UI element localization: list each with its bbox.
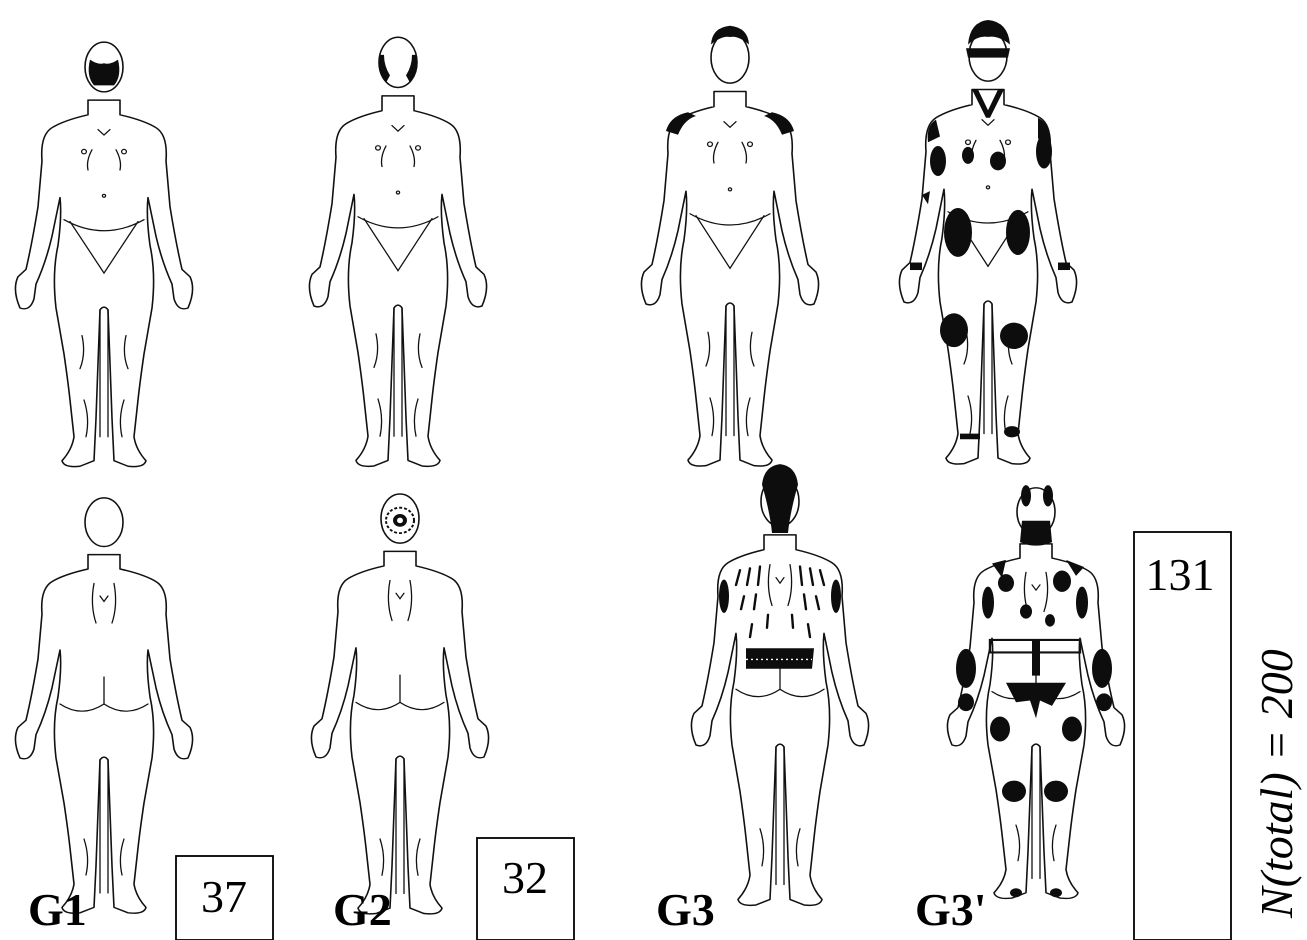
count-bar-g2: 32 [477, 838, 574, 940]
count-bar-g1: 37 [176, 856, 273, 940]
count-bar-g3prime: 131 [1134, 532, 1231, 940]
group-label-g1: G1 [28, 884, 87, 935]
figure-g3-front [641, 26, 818, 466]
figure-g3-back [691, 464, 868, 905]
figure-g2-front [309, 37, 486, 466]
figure-g1-back [15, 498, 192, 913]
group-label-g2: G2 [333, 884, 392, 935]
figure-g1-front [15, 42, 192, 466]
group-label-g3prime: G3' [915, 884, 987, 935]
count-value-g3prime: 131 [1146, 549, 1215, 600]
count-value-g1: 37 [201, 871, 247, 922]
group-label-g3: G3 [656, 884, 715, 935]
figure-g2-back [311, 494, 488, 914]
total-count-label: N(total) = 200 [1251, 649, 1302, 919]
pain-marking-face [89, 60, 120, 86]
figure-g3prime-front [899, 20, 1076, 464]
count-value-g2: 32 [502, 852, 548, 903]
figure-g3prime-back [947, 485, 1124, 898]
